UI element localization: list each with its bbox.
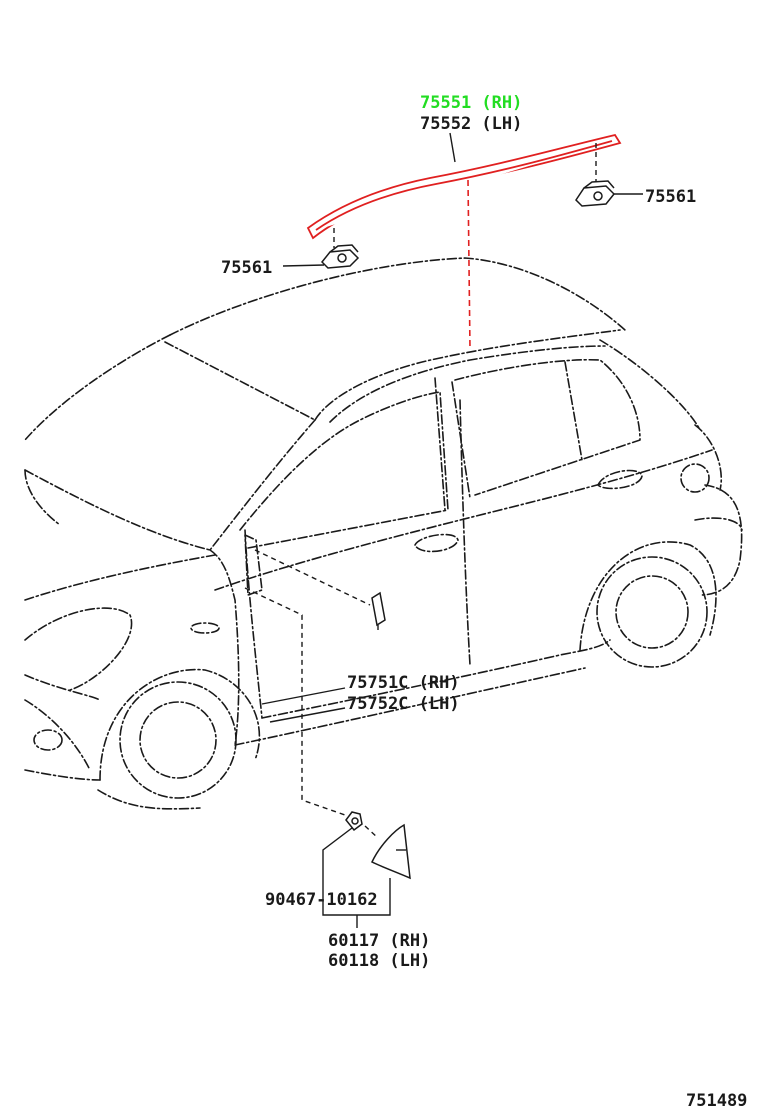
part-label-75561-front[interactable]: 75561: [221, 258, 272, 278]
roof-molding-inner-line: [315, 140, 613, 231]
roof-molding-outline: [306, 133, 622, 240]
roof-molding-leader: [467, 179, 471, 351]
belt-molding-part[interactable]: [254, 549, 386, 630]
cover-leaders: [244, 587, 391, 928]
diagram-code: 751489: [686, 1091, 747, 1111]
belt-label-leaders: [261, 687, 346, 723]
clip-front-part[interactable]: [282, 228, 360, 269]
part-label-75751c-rh[interactable]: 75751C (RH): [347, 673, 460, 693]
part-label-60117-rh[interactable]: 60117 (RH): [328, 931, 430, 951]
part-label-75552-lh[interactable]: 75552 (LH): [420, 114, 522, 134]
screw-part[interactable]: [345, 811, 379, 839]
car-body: [24, 257, 743, 810]
roof-molding-part[interactable]: [306, 132, 622, 351]
part-label-75551-rh[interactable]: 75551 (RH): [420, 93, 522, 113]
clip-rear-part[interactable]: [575, 143, 643, 207]
pillar-cover-part[interactable]: [371, 823, 411, 880]
part-label-75752c-lh[interactable]: 75752C (LH): [347, 694, 460, 714]
roof-molding-label-leader: [449, 132, 456, 163]
part-label-75561-rear[interactable]: 75561: [645, 187, 696, 207]
part-label-90467-10162[interactable]: 90467-10162: [265, 890, 378, 910]
part-label-60118-lh[interactable]: 60118 (LH): [328, 951, 430, 971]
